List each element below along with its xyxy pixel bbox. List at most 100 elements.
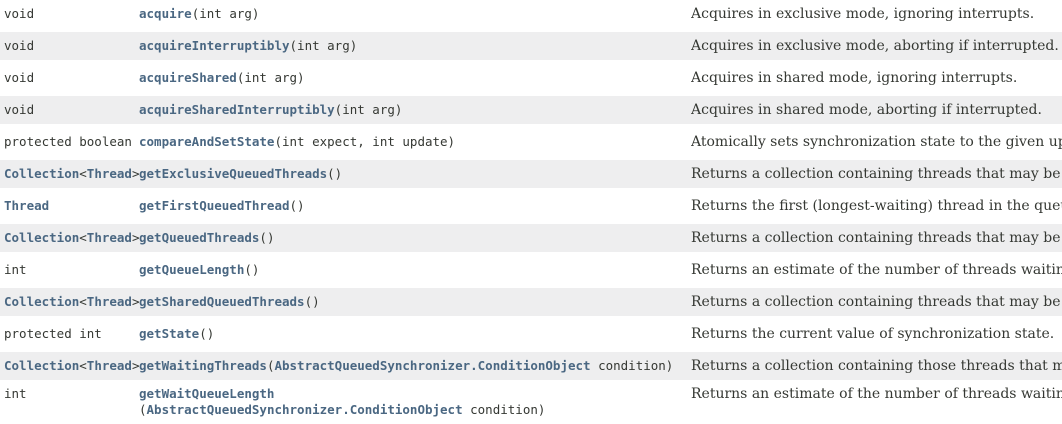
table-row: void acquireShared(int arg) Acquires in … (0, 62, 1062, 94)
code-line: acquireSharedInterruptibly(int arg) (139, 102, 691, 118)
return-type-text: protected boolean (4, 134, 132, 149)
collection-type-link[interactable]: Collection (4, 166, 80, 181)
return-type-text: int (4, 386, 27, 401)
code-line: getFirstQueuedThread() (139, 198, 691, 214)
code-line: getWaitingThreads(AbstractQueuedSynchron… (139, 358, 691, 374)
method-description: Returns a collection containing threads … (691, 294, 1062, 310)
code-line: compareAndSetState(int expect, int updat… (139, 134, 691, 150)
method-signature-cell: acquireSharedInterruptibly(int arg) (139, 96, 691, 124)
method-signature-cell: getExclusiveQueuedThreads() (139, 160, 691, 188)
return-type-cell: Collection<Thread> (0, 288, 139, 316)
return-type-text: void (4, 38, 35, 53)
code-line: Collection<Thread> (4, 230, 139, 246)
thread-type-link[interactable]: Thread (86, 294, 132, 309)
method-name-link[interactable]: acquire (139, 6, 192, 21)
signature-args-text: condition) (462, 402, 546, 417)
signature-args-text: (int expect, int update) (274, 134, 456, 149)
method-signature-cell: getWaitingThreads(AbstractQueuedSynchron… (139, 352, 691, 380)
table-row: void acquireSharedInterruptibly(int arg)… (0, 94, 1062, 126)
return-type-cell: void (0, 62, 139, 94)
method-name-link[interactable]: getSharedQueuedThreads (139, 294, 305, 309)
method-signature-cell: getQueuedThreads() (139, 224, 691, 252)
method-name-link[interactable]: getQueuedThreads (139, 230, 260, 245)
code-line: void (4, 6, 139, 22)
code-line: getSharedQueuedThreads() (139, 294, 691, 310)
signature-args-text: () (304, 294, 320, 309)
method-name-link[interactable]: acquireInterruptibly (139, 38, 290, 53)
method-signature-cell: acquireShared(int arg) (139, 62, 691, 94)
table-row: protected int getState() Returns the cur… (0, 318, 1062, 350)
signature-args-text: (int arg) (236, 70, 305, 85)
method-description: Returns an estimate of the number of thr… (691, 386, 1062, 402)
collection-type-link[interactable]: Collection (4, 230, 80, 245)
bracket-text: > (131, 230, 139, 245)
code-line: getState() (139, 326, 691, 342)
method-name-link[interactable]: getQueueLength (139, 262, 245, 277)
bracket-text: < (79, 230, 87, 245)
thread-type-link[interactable]: Thread (86, 230, 132, 245)
method-name-link[interactable]: getFirstQueuedThread (139, 198, 290, 213)
collection-type-link[interactable]: Collection (4, 358, 80, 373)
code-line: void (4, 70, 139, 86)
method-name-link[interactable]: compareAndSetState (139, 134, 275, 149)
code-line: acquire(int arg) (139, 6, 691, 22)
return-type-cell: void (0, 0, 139, 30)
return-type-text: int (4, 262, 27, 277)
thread-type-link[interactable]: Thread (86, 166, 132, 181)
condition-object-type-link[interactable]: AbstractQueuedSynchronizer.ConditionObje… (146, 402, 463, 417)
code-line: Thread (4, 198, 139, 214)
return-type-cell: Collection<Thread> (0, 352, 139, 380)
code-line: Collection<Thread> (4, 166, 139, 182)
signature-args-text: () (244, 262, 260, 277)
return-type-cell: Thread (0, 190, 139, 222)
method-description: Acquires in shared mode, ignoring interr… (691, 70, 1018, 86)
collection-type-link[interactable]: Collection (4, 294, 80, 309)
method-description: Returns a collection containing those th… (691, 358, 1062, 374)
thread-type-link[interactable]: Thread (86, 358, 132, 373)
bracket-text: > (131, 358, 139, 373)
code-line: Collection<Thread> (4, 358, 139, 374)
return-type-cell: protected boolean (0, 126, 139, 158)
bracket-text: > (131, 294, 139, 309)
code-line: getQueuedThreads() (139, 230, 691, 246)
code-line: int (4, 262, 139, 278)
return-type-cell: void (0, 96, 139, 124)
signature-args-text: (int arg) (191, 6, 260, 21)
method-description: Returns a collection containing threads … (691, 166, 1062, 182)
bracket-text: < (79, 294, 87, 309)
method-name-link[interactable]: getExclusiveQueuedThreads (139, 166, 328, 181)
code-line: protected int (4, 326, 139, 342)
method-signature-cell: acquire(int arg) (139, 0, 691, 30)
method-name-link[interactable]: getWaitingThreads (139, 358, 267, 373)
table-row: void acquireInterruptibly(int arg) Acqui… (0, 30, 1062, 62)
method-name-link[interactable]: acquireSharedInterruptibly (139, 102, 335, 117)
code-line: acquireShared(int arg) (139, 70, 691, 86)
method-signature-cell: getWaitQueueLength(AbstractQueuedSynchro… (139, 382, 691, 424)
method-signature-cell: getState() (139, 318, 691, 350)
return-type-cell: protected int (0, 318, 139, 350)
table-row: Collection<Thread> getWaitingThreads(Abs… (0, 350, 1062, 382)
method-signature-cell: getSharedQueuedThreads() (139, 288, 691, 316)
bracket-text: < (79, 358, 87, 373)
code-line: getQueueLength() (139, 262, 691, 278)
thread-type-link[interactable]: Thread (4, 198, 50, 213)
method-description: Returns the current value of synchroniza… (691, 326, 1055, 342)
return-type-cell: Collection<Thread> (0, 160, 139, 188)
return-type-text: protected int (4, 326, 102, 341)
method-name-link[interactable]: getState (139, 326, 200, 341)
method-description: Returns a collection containing threads … (691, 230, 1062, 246)
code-line: protected boolean (4, 134, 139, 150)
signature-args-text: ( (266, 358, 275, 373)
bracket-text: < (79, 166, 87, 181)
condition-object-type-link[interactable]: AbstractQueuedSynchronizer.ConditionObje… (274, 358, 591, 373)
code-line: (AbstractQueuedSynchronizer.ConditionObj… (139, 402, 691, 418)
return-type-text: void (4, 102, 35, 117)
method-description: Returns an estimate of the number of thr… (691, 262, 1062, 278)
method-name-link[interactable]: getWaitQueueLength (139, 386, 275, 401)
table-row: Thread getFirstQueuedThread() Returns th… (0, 190, 1062, 222)
method-description: Acquires in shared mode, aborting if int… (691, 102, 1042, 118)
method-name-link[interactable]: acquireShared (139, 70, 237, 85)
return-type-cell: int (0, 254, 139, 286)
table-row: protected boolean compareAndSetState(int… (0, 126, 1062, 158)
